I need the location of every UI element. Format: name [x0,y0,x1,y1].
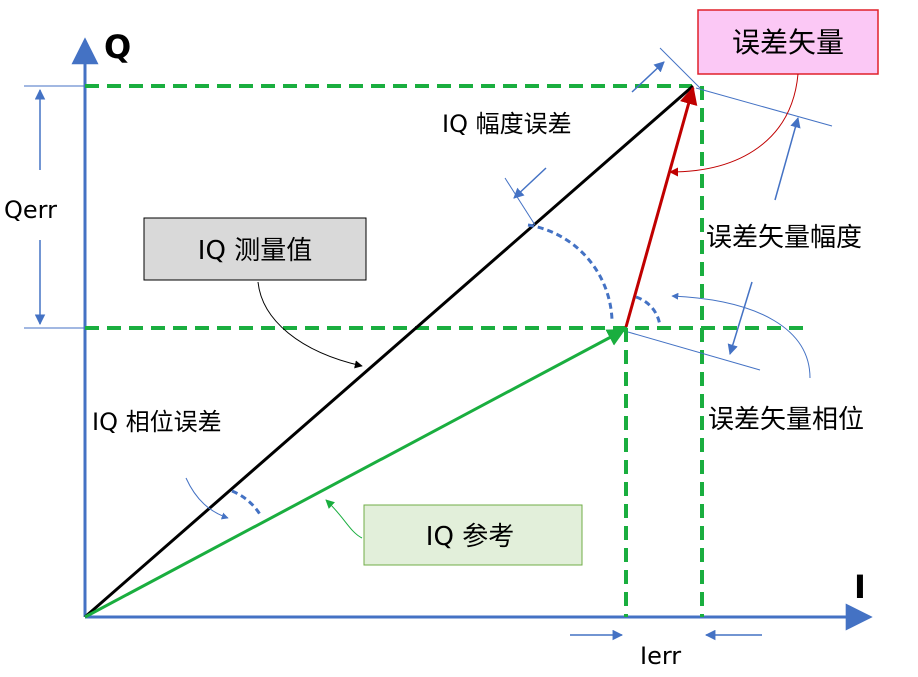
evm-arrow-bottom [727,281,753,356]
error-vector-box-label: 误差矢量 [732,26,844,59]
error-vector-box [697,9,879,75]
magnitude-error-arrow-bottom [513,167,547,199]
error-vector-callout [669,73,799,177]
error-vector-magnitude-label: 误差矢量幅度 [706,223,862,253]
error-phase-callout [671,292,811,379]
iq-reference-box-label: IQ 参考 [426,522,514,552]
magnitude-error-tick-bottom [504,177,536,226]
iq-reference-callout [325,499,363,539]
iq-measured-box [143,217,367,281]
error-vector-phase-label: 误差矢量相位 [708,405,864,435]
iq-magnitude-error-label: IQ 幅度误差 [442,110,572,138]
iq-measured-callout [257,281,363,369]
measured-vector [84,84,694,619]
magnitude-angle-arc [527,223,614,321]
iq-phase-error-callout [185,477,229,520]
iq-phase-error-arc [231,489,263,517]
magnitude-error-arrow-top [631,61,665,93]
iq-phase-error-label: IQ 相位误差 [92,408,222,436]
evm-tick-top [695,87,833,127]
ierr-label: Ierr [640,642,681,670]
evm-arrow-top [774,116,801,201]
qerr-label: Qerr [4,196,57,224]
i-axis-label: I [854,568,866,606]
magnitude-error-tick-top [659,47,701,89]
iq-measured-box-label: IQ 测量值 [198,236,312,266]
iq-reference-box [363,504,583,566]
reference-vector [84,328,626,619]
evm-tick-bottom [627,331,761,371]
q-axis-label: Q [104,28,131,66]
error-phase-arc [635,295,662,327]
error-vector [624,86,698,328]
